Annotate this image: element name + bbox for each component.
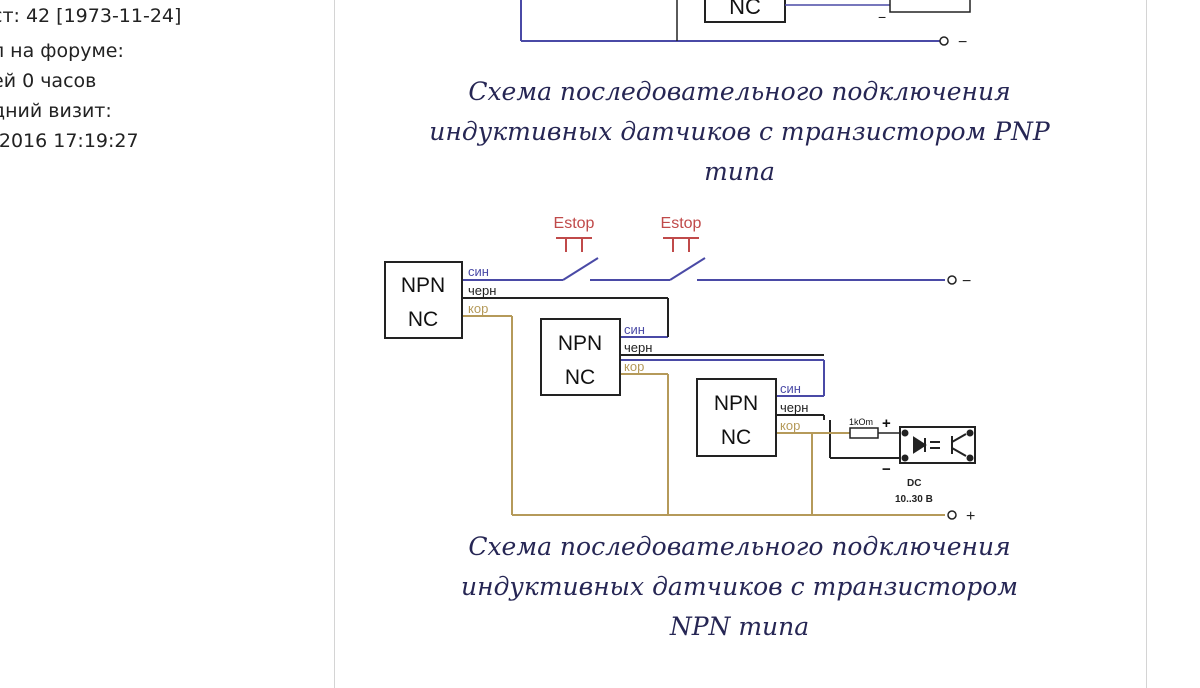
caption-npn-line1: Схема последовательного подключения — [468, 532, 1011, 561]
sensor-2-wire-blue: син — [624, 322, 645, 337]
terminal-plus-circle — [947, 510, 957, 520]
post-content — [334, 0, 1147, 688]
user-info-sidebar: ст: 42 [1973-11-24] л на форуме: ей 0 ча… — [0, 0, 330, 675]
optocoupler — [899, 426, 976, 464]
estop-switch-2 — [663, 237, 699, 252]
black-wire — [462, 297, 900, 459]
forum-time-label: л на форуме: — [0, 40, 124, 62]
npn-sensor-box-1 — [384, 261, 463, 339]
blue-wire — [462, 257, 945, 397]
terminal-minus-circle — [947, 275, 957, 285]
pnp-minus-sign: − — [878, 9, 886, 25]
npn-sensor-2-line2: NC — [565, 366, 595, 389]
estop-label-1: Estop — [554, 215, 595, 232]
sensor-2-wire-brown: кор — [624, 359, 644, 374]
sensor-1-wire-black: черн — [468, 283, 496, 298]
caption-npn-line2: индуктивных датчиков с транзистором — [461, 572, 1018, 601]
npn-wiring-diagram: Estop Estop − — [384, 215, 976, 525]
caption-pnp-line3: типа — [704, 157, 775, 186]
pnp-optocoupler — [889, 0, 971, 13]
resistor-label: 1kOm — [849, 417, 873, 427]
sensor-2-wire-black: черн — [624, 340, 652, 355]
npn-sensor-3-line2: NC — [721, 426, 751, 449]
estop-label-2: Estop — [661, 215, 702, 232]
npn-sensor-box-2 — [540, 318, 621, 396]
resistor — [849, 427, 879, 439]
dc-label: DC — [907, 478, 921, 489]
forum-time-value: ей 0 часов — [0, 70, 97, 92]
npn-sensor-box-3 — [696, 378, 777, 457]
pnp-sensor-label: NC — [729, 0, 761, 19]
sensor-1-wire-brown: кор — [468, 301, 488, 316]
voltage-label: 10..30 В — [895, 494, 933, 505]
sensor-3-wire-blue: син — [780, 381, 801, 396]
optocoupler-minus: − — [882, 461, 891, 478]
pnp-diagram-fragment: NC − − — [520, 0, 971, 51]
caption-pnp-line2: индуктивных датчиков с транзистором PNP — [429, 117, 1050, 146]
npn-sensor-3-line1: NPN — [714, 392, 758, 415]
terminal-plus-label: + — [966, 508, 975, 525]
terminal-minus-label: − — [962, 273, 971, 290]
npn-sensor-1-line1: NPN — [401, 274, 445, 297]
last-visit-value: -2016 17:19:27 — [0, 130, 139, 152]
sensor-3-wire-brown: кор — [780, 418, 800, 433]
npn-sensor-1-line2: NC — [408, 308, 438, 331]
npn-sensor-2-line1: NPN — [558, 332, 602, 355]
optocoupler-plus: + — [882, 415, 891, 432]
brown-wire — [462, 315, 945, 516]
caption-npn-line3: NPN типа — [669, 612, 810, 641]
pnp-sensor-box — [704, 0, 786, 23]
user-age: ст: 42 [1973-11-24] — [0, 5, 182, 27]
pnp-terminal-minus: − — [958, 34, 967, 51]
estop-switch-1 — [556, 237, 592, 252]
sensor-3-wire-black: черн — [780, 400, 808, 415]
sensor-1-wire-blue: син — [468, 264, 489, 279]
last-visit-label: дний визит: — [0, 100, 112, 122]
caption-pnp-line1: Схема последовательного подключения — [468, 77, 1011, 106]
